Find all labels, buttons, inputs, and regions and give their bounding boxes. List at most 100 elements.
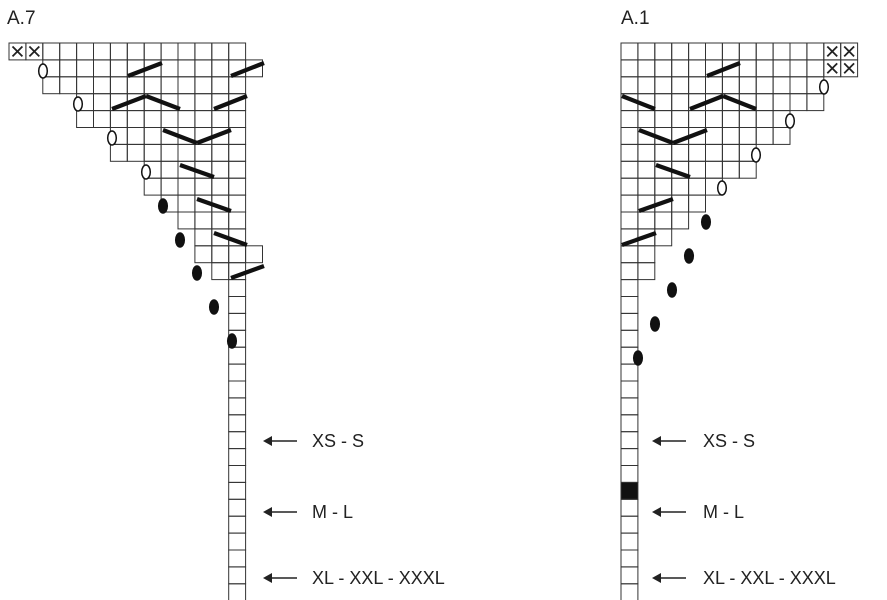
grid-cell — [721, 160, 740, 179]
grid-cell — [671, 177, 690, 196]
grid-cell — [620, 363, 639, 382]
grid-cell — [738, 59, 757, 78]
grid-cell — [228, 465, 247, 483]
grid-cell — [721, 110, 740, 128]
grid-cell — [109, 110, 128, 128]
grid-cell — [637, 42, 656, 61]
grid-cell — [620, 143, 639, 162]
diagonal-bar-symbol — [621, 94, 656, 111]
grid-cell — [654, 110, 673, 128]
grid-cell — [637, 245, 656, 264]
grid-cell — [620, 549, 639, 568]
grid-cell — [228, 549, 247, 568]
grid-cells — [8, 42, 264, 600]
size-label-xl-xxl-xxxl: XL - XXL - XXXL — [312, 568, 445, 588]
grid-cell — [620, 262, 639, 281]
grid-cell — [721, 143, 740, 162]
grid-cell — [721, 127, 740, 145]
grid-cell — [688, 42, 706, 61]
grid-cell — [671, 143, 690, 162]
grid-cell — [705, 143, 723, 162]
grid-cell — [228, 160, 247, 179]
grid-cell — [93, 42, 111, 61]
grid-cell — [806, 93, 825, 112]
grid-cell — [688, 143, 706, 162]
grid-cell — [620, 397, 639, 416]
grid-cell — [789, 76, 808, 95]
grid-cell — [228, 380, 247, 399]
knitting-grid-a7 — [8, 42, 265, 600]
grid-cell — [755, 93, 774, 112]
grid-cell — [126, 42, 145, 61]
grid-cell — [194, 143, 213, 162]
grid-cell — [789, 59, 808, 78]
grid-cell — [620, 532, 639, 551]
grid-cell — [620, 279, 639, 298]
grid-cell — [211, 76, 230, 95]
grid-cell — [228, 76, 247, 95]
cross-box-symbol — [826, 62, 838, 74]
grid-cell — [637, 110, 656, 128]
diagonal-bar-symbol — [162, 128, 198, 145]
grid-cell — [143, 143, 162, 162]
grid-cell — [76, 42, 94, 61]
grid-cell — [671, 42, 690, 61]
grid-cell — [620, 515, 639, 534]
size-label-xs-s: XS - S — [703, 431, 756, 451]
grid-cell — [620, 312, 639, 331]
diagonal-bar-symbol — [621, 231, 657, 247]
grid-cell — [143, 127, 162, 145]
left-arrow-icon — [263, 436, 297, 446]
cross-box-symbol — [843, 45, 855, 58]
diagonal-bar-symbol — [672, 128, 708, 145]
grid-cell — [688, 194, 706, 213]
grid-cell — [177, 110, 196, 128]
grid-cell — [620, 127, 639, 145]
cross-box-symbol — [11, 45, 24, 58]
grid-cell — [177, 177, 196, 196]
grid-cell — [228, 245, 247, 264]
grid-cell — [211, 59, 230, 78]
grid-cell — [772, 59, 791, 78]
chart-title: A.7 — [7, 8, 36, 29]
grid-cell — [806, 59, 825, 78]
left-arrow-icon — [652, 436, 686, 446]
diagonal-bar-symbol — [638, 197, 674, 213]
grid-cell — [738, 110, 757, 128]
grid-cell — [620, 42, 639, 61]
open-oval-yarn-over-symbol — [750, 147, 762, 163]
grid-cell — [211, 110, 230, 128]
grid-cell — [109, 143, 128, 162]
grid-cell — [228, 566, 247, 585]
diagonal-bar-symbol — [706, 61, 741, 78]
grid-cell — [109, 76, 128, 95]
size-label-xs-s: XS - S — [312, 431, 365, 451]
grid-cell — [126, 76, 145, 95]
grid-cell — [245, 245, 264, 264]
grid-cell — [126, 127, 145, 145]
grid-cell — [620, 110, 639, 128]
grid-cell — [620, 296, 639, 314]
grid-cell — [194, 211, 213, 230]
diagonal-bar-symbol — [145, 94, 181, 111]
grid-cell — [160, 177, 179, 196]
grid-cell — [637, 177, 656, 196]
grid-cell — [211, 143, 230, 162]
grid-cell — [76, 110, 94, 128]
grid-cell — [194, 177, 213, 196]
grid-cell — [228, 127, 247, 145]
grid-cell — [620, 211, 639, 230]
grid-cell — [637, 76, 656, 95]
grid-cell — [211, 211, 230, 230]
grid-cell — [637, 262, 656, 281]
filled-oval-symbol — [700, 214, 712, 230]
filled-oval-symbol — [683, 248, 695, 264]
grid-cell — [789, 93, 808, 112]
grid-cell — [228, 431, 247, 450]
grid-cell — [637, 59, 656, 78]
grid-cell — [688, 59, 706, 78]
grid-cell — [688, 160, 706, 179]
open-oval-yarn-over-symbol — [140, 164, 152, 180]
grid-cell — [620, 76, 639, 95]
grid-cell — [620, 177, 639, 196]
